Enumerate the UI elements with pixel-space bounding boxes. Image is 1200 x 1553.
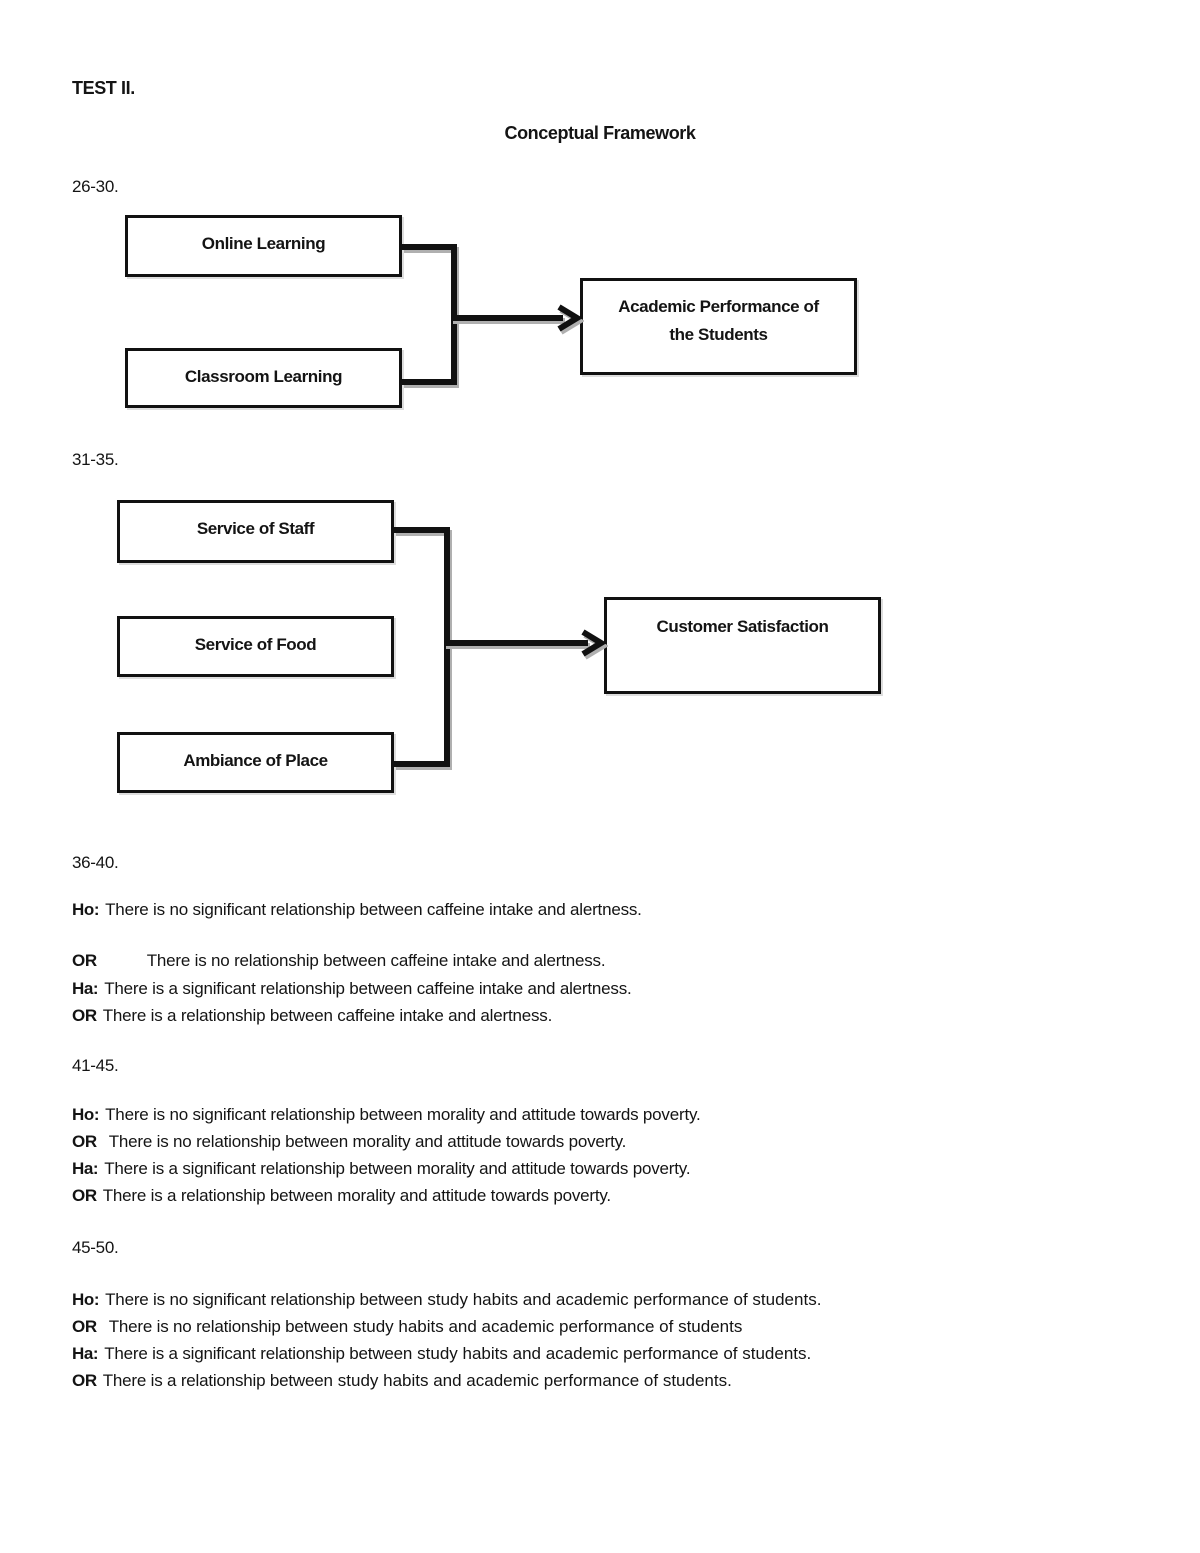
hypothesis-line: Ho:There is no significant relationship …	[72, 900, 642, 919]
range-label-31-35: 31-35.	[72, 450, 119, 469]
diagram-box-ambiance-of-place: Ambiance of Place	[117, 732, 394, 793]
hypothesis-line: Ha:There is a significant relationship b…	[72, 1344, 812, 1363]
diagram-box-academic-performance: Academic Performance of the Students	[580, 278, 857, 375]
hypothesis-label: Ha:	[72, 1159, 99, 1178]
diagram-box-classroom-learning: Classroom Learning	[125, 348, 402, 408]
diagram-box-label: Customer Satisfaction	[656, 617, 829, 636]
hypothesis-label: Ha:	[72, 979, 99, 998]
connector-arrow-shaft-1	[451, 315, 563, 321]
diagram-box-customer-satisfaction: Customer Satisfaction	[604, 597, 881, 694]
hypothesis-label: OR	[72, 951, 97, 970]
diagram-box-service-of-food: Service of Food	[117, 616, 394, 677]
connector-stub-staff	[394, 527, 450, 533]
connector-vertical-1	[451, 244, 457, 385]
hypothesis-line: Ho:There is no significant relationship …	[72, 1105, 701, 1124]
range-label-36-40: 36-40.	[72, 853, 119, 872]
diagram-box-label: Online Learning	[201, 234, 326, 253]
diagram-box-label: Service of Food	[194, 635, 317, 654]
hypothesis-label: OR	[72, 1371, 97, 1390]
hypothesis-label: OR	[72, 1186, 97, 1205]
arrow-right-icon	[581, 629, 606, 657]
hypothesis-label: OR	[72, 1317, 97, 1336]
hypothesis-line: Ho:There is no significant relationship …	[72, 1290, 822, 1309]
hypothesis-label: Ho:	[72, 1105, 100, 1124]
diagram-box-label: Academic Performance of the Students	[618, 297, 819, 344]
diagram-box-service-of-staff: Service of Staff	[117, 500, 394, 563]
range-label-45-50: 45-50.	[72, 1238, 119, 1257]
hypothesis-line: Ha:There is a significant relationship b…	[72, 979, 632, 998]
connector-stub-classroom	[402, 379, 457, 385]
hypothesis-label: Ho:	[72, 1290, 100, 1309]
hypothesis-label: OR	[72, 1132, 97, 1151]
hypothesis-label: OR	[72, 1006, 97, 1025]
page-title: Conceptual Framework	[504, 123, 696, 143]
arrow-right-icon	[557, 304, 582, 332]
hypothesis-label: Ha:	[72, 1344, 99, 1363]
test-section-heading: TEST II.	[72, 78, 135, 98]
hypothesis-label: Ho:	[72, 900, 100, 919]
range-label-26-30: 26-30.	[72, 177, 119, 196]
hypothesis-line: Ha:There is a significant relationship b…	[72, 1159, 691, 1178]
diagram-box-online-learning: Online Learning	[125, 215, 402, 277]
connector-stub-online	[402, 244, 457, 250]
range-label-41-45: 41-45.	[72, 1056, 119, 1075]
connector-arrow-shaft-2	[444, 640, 588, 646]
diagram-box-label: Classroom Learning	[184, 367, 343, 386]
connector-stub-ambiance	[394, 761, 450, 767]
connector-vertical-2	[444, 527, 450, 767]
diagram-box-label: Ambiance of Place	[183, 751, 328, 770]
diagram-box-label: Service of Staff	[196, 519, 315, 538]
